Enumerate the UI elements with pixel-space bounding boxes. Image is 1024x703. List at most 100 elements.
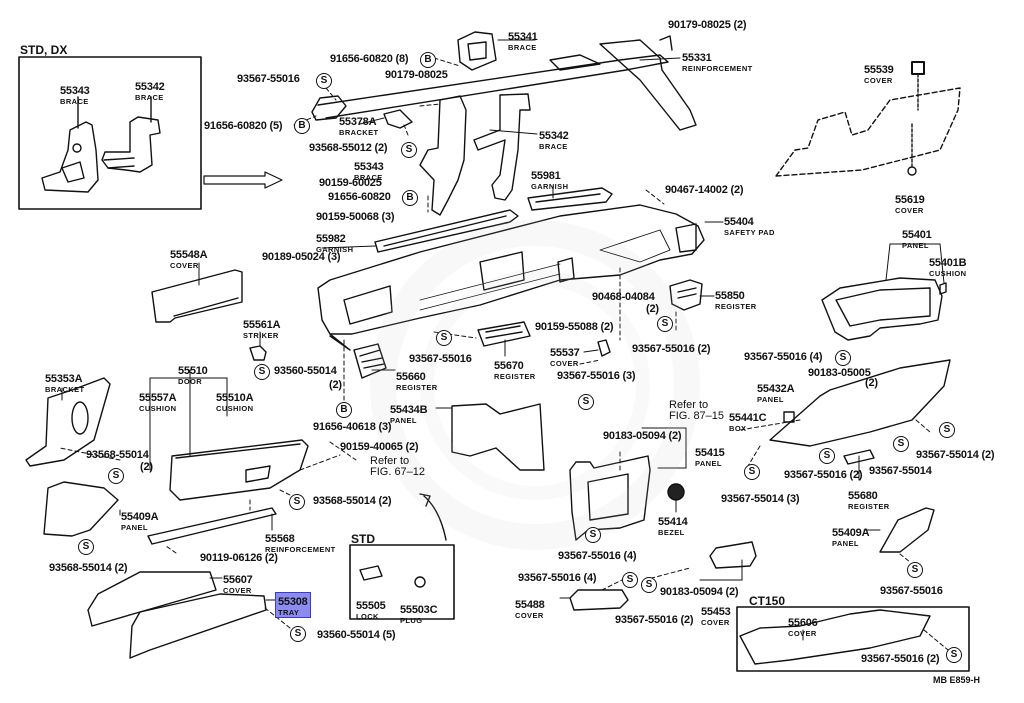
fastener-label[interactable]: 91656-40618 (3) <box>313 421 392 433</box>
part-name: PANEL <box>757 395 784 404</box>
fastener-label[interactable]: 93567-55016 <box>237 73 300 85</box>
fastener-label[interactable]: 90183-05094 (2) <box>660 586 739 598</box>
fastener-label[interactable]: 91656-60820 (5) <box>204 120 283 132</box>
screw-symbol-icon: S <box>835 350 851 366</box>
fastener-label[interactable]: 90159-55088 (2) <box>535 321 614 333</box>
part-number: 55503C <box>400 604 438 616</box>
fastener-label[interactable]: 93567-55016 (4) <box>518 572 597 584</box>
fastener-label[interactable]: 90159-60025 <box>319 177 382 189</box>
screw-symbol-icon: S <box>578 394 594 410</box>
fastener-label[interactable]: 93567-55016 (4) <box>558 550 637 562</box>
brace-55342-drawing <box>473 93 531 201</box>
fastener-label[interactable]: 93567-55016 (2) <box>615 614 694 626</box>
part-number: 55434B <box>390 404 428 416</box>
panel-55432a-drawing <box>769 359 951 447</box>
fastener-label[interactable]: 91656-60820 (8) <box>330 53 409 65</box>
bolt-symbol-icon: B <box>402 190 418 206</box>
part-name: COVER <box>515 611 544 620</box>
part-number: 55415 <box>695 447 725 459</box>
fastener-label[interactable]: 93560-55014 (5) <box>317 629 396 641</box>
fastener-label[interactable]: 93567-55014 (2) <box>916 449 995 461</box>
fastener-label[interactable]: 93567-55016 <box>880 585 943 597</box>
part-number: 55568 <box>265 533 295 545</box>
fastener-label[interactable]: 90468-04084 <box>592 291 655 303</box>
fastener-label[interactable]: 90159-40065 (2) <box>340 441 419 453</box>
part-name: REGISTER <box>848 502 890 511</box>
part-number: 55409A <box>121 511 159 523</box>
fastener-label[interactable]: 93567-55016 (4) <box>744 351 823 363</box>
fastener-label[interactable]: 93568-55012 (2) <box>309 142 388 154</box>
fastener-label[interactable]: 90159-50068 (3) <box>316 211 395 223</box>
fastener-label[interactable]: 93567-55014 <box>869 465 932 477</box>
screw-symbol-icon: S <box>946 647 962 663</box>
reference-fig-67-12[interactable]: Refer to FIG. 67–12 <box>370 456 425 478</box>
fastener-label[interactable]: 90119-06126 (2) <box>200 552 278 564</box>
fastener-label[interactable]: 93567-55016 <box>409 353 472 365</box>
part-name: COVER <box>223 586 252 595</box>
fastener-label[interactable]: 90189-05024 (3) <box>262 251 341 263</box>
part-name: COVER <box>701 618 730 627</box>
fastener-label[interactable]: 91656-60820 <box>328 191 391 203</box>
fastener-label[interactable]: 93560-55014 <box>274 365 337 377</box>
part-name: COVER <box>550 359 579 368</box>
fastener-label[interactable]: 93567-55016 (2) <box>632 343 711 355</box>
fastener-label[interactable]: 93567-55016 (3) <box>557 370 636 382</box>
screw-symbol-icon: S <box>316 73 332 89</box>
fastener-label[interactable]: 93568-55014 (2) <box>49 562 128 574</box>
fastener-label[interactable]: 90467-14002 (2) <box>665 184 744 196</box>
fastener-label[interactable]: 90183-05005 <box>808 367 871 379</box>
fastener-label[interactable]: 93568-55014 (2) <box>313 495 392 507</box>
part-name: REINFORCEMENT <box>682 64 753 73</box>
fastener-label[interactable]: 90179-08025 (2) <box>668 19 747 31</box>
fastener-label[interactable]: 93567-55016 (2) <box>861 653 940 665</box>
fastener-label[interactable]: 93567-55016 (2) <box>784 469 863 481</box>
fastener-label[interactable]: 93567-55014 (3) <box>721 493 800 505</box>
fastener-label[interactable]: 90183-05094 (2) <box>603 430 682 442</box>
fastener-label[interactable]: 93568-55014 <box>86 449 149 461</box>
fastener-label[interactable]: 90179-08025 <box>385 69 448 81</box>
cover-55606-drawing <box>739 609 931 665</box>
reference-fig-87-15[interactable]: Refer to FIG. 87–15 <box>669 400 724 422</box>
bolt-symbol-icon: B <box>294 118 310 134</box>
